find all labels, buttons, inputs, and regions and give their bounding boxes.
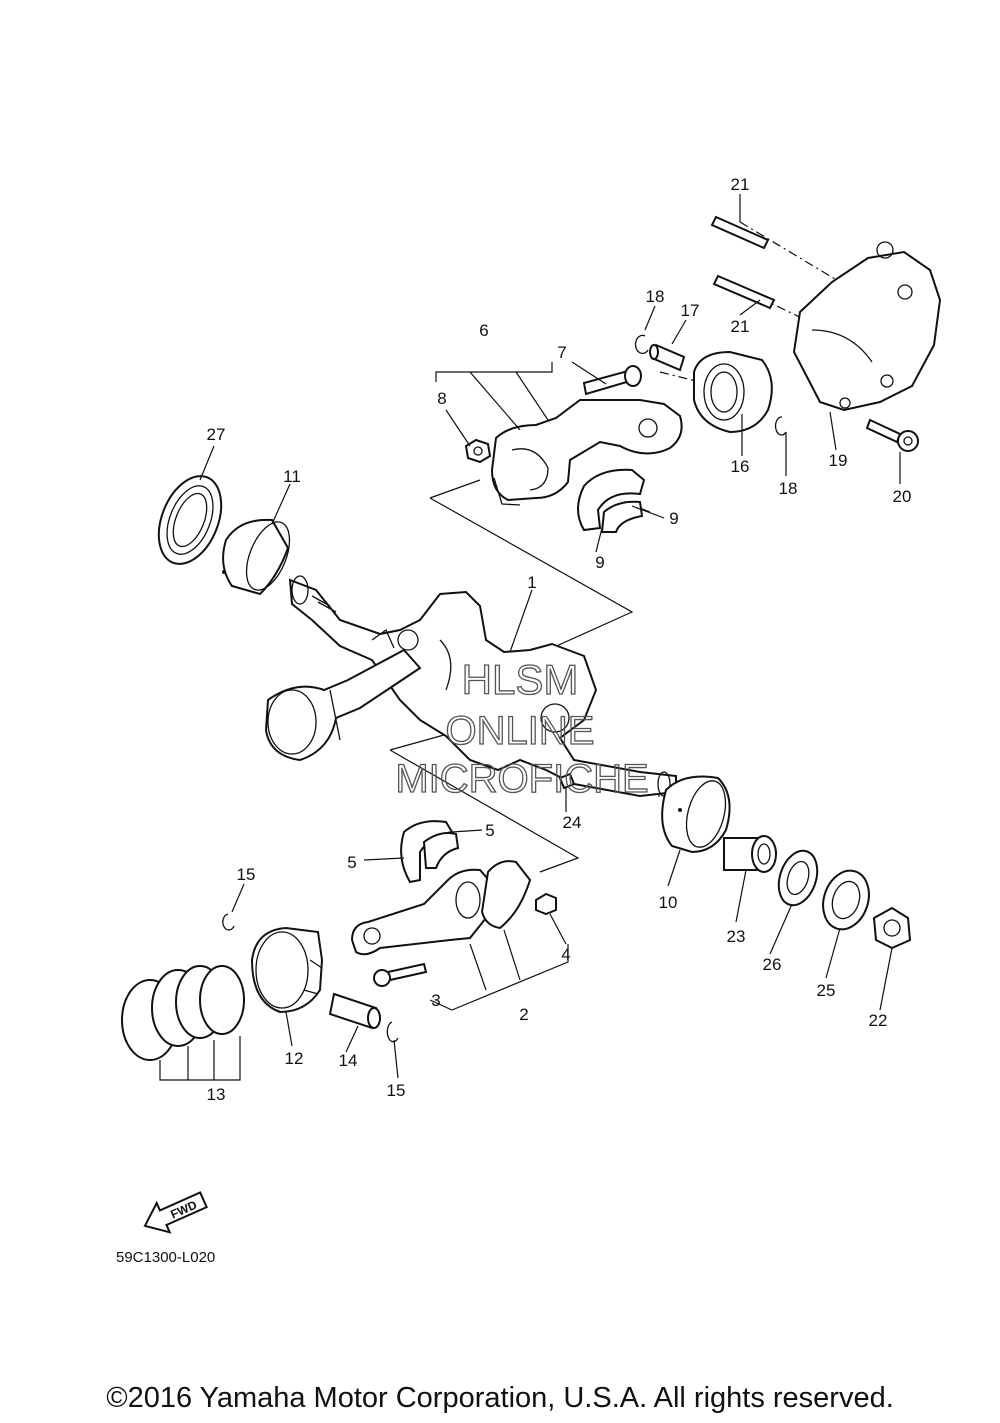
watermark-line-3: MICROFICHE — [395, 757, 648, 801]
circlip-15-lower — [386, 1021, 399, 1043]
circlip-18-lower — [774, 416, 787, 436]
callout-9-right: 9 — [669, 509, 678, 528]
callout-23: 23 — [727, 927, 746, 946]
callout-9-lower: 9 — [595, 553, 604, 572]
callout-20: 20 — [893, 487, 912, 506]
piston-12 — [250, 926, 324, 1014]
bolt-3 — [373, 962, 428, 987]
copyright-notice: ©2016 Yamaha Motor Corporation, U.S.A. A… — [106, 1382, 894, 1414]
callout-10: 10 — [659, 893, 678, 912]
callout-19: 19 — [829, 451, 848, 470]
callout-11: 11 — [283, 467, 301, 486]
callout-14: 14 — [339, 1051, 358, 1070]
nut-8 — [464, 438, 492, 464]
crankshaft-1 — [288, 575, 677, 798]
callout-15-lower: 15 — [387, 1081, 406, 1100]
watermark-line-1: HLSM — [462, 656, 579, 703]
callout-7: 7 — [557, 343, 566, 362]
callout-21-upper: 21 — [731, 175, 750, 194]
seal-26 — [777, 849, 819, 907]
piston-rings-13 — [121, 965, 245, 1081]
callout-26: 26 — [763, 955, 782, 974]
callout-15-upper: 15 — [237, 865, 256, 884]
oil-seal-27 — [157, 475, 223, 565]
watermark-line-2: ONLINE — [446, 709, 595, 753]
nut-22 — [872, 906, 912, 950]
circlip-15-upper — [222, 913, 235, 931]
fwd-arrow-icon: FWD — [143, 1191, 208, 1234]
callout-27: 27 — [207, 425, 226, 444]
pin-17 — [649, 343, 686, 372]
callout-8: 8 — [437, 389, 446, 408]
callout-4: 4 — [561, 945, 570, 964]
balancer-lever-6 — [490, 399, 683, 506]
callout-17: 17 — [681, 301, 700, 320]
callout-1: 1 — [527, 573, 536, 592]
bolt-7 — [582, 365, 642, 396]
callout-18-upper: 18 — [646, 287, 665, 306]
callout-24: 24 — [563, 813, 582, 832]
callout-2: 2 — [519, 1005, 528, 1024]
callout-25: 25 — [817, 981, 836, 1000]
circlip-18-upper — [634, 334, 649, 355]
bearing-9 — [577, 468, 646, 533]
dowel-pin-21-lower — [712, 274, 776, 310]
callout-16: 16 — [731, 457, 750, 476]
bearing-16 — [693, 350, 773, 434]
callout-5-right: 5 — [485, 821, 494, 840]
callout-3: 3 — [431, 991, 440, 1010]
leader-lines — [199, 194, 901, 1079]
piston-assembly-installed — [264, 648, 422, 762]
callout-18-lower: 18 — [779, 479, 798, 498]
watermark: HLSM ONLINE MICROFICHE — [395, 655, 650, 801]
bearing-11 — [222, 518, 291, 596]
dowel-pin-21-upper — [710, 215, 770, 250]
callout-5-left: 5 — [347, 853, 356, 872]
bolt-20 — [865, 418, 919, 452]
callout-22: 22 — [869, 1011, 888, 1030]
housing-19 — [792, 241, 942, 412]
key-24 — [558, 772, 576, 790]
bearing-10 — [661, 775, 731, 854]
callout-13: 13 — [207, 1085, 226, 1104]
callout-6: 6 — [479, 321, 488, 340]
connecting-rod-2 — [350, 860, 532, 956]
bearing-5 — [400, 820, 460, 884]
reference-code: 59C1300-L020 — [116, 1249, 215, 1266]
callout-12: 12 — [285, 1049, 304, 1068]
collar-23 — [723, 835, 778, 873]
bearing-25 — [822, 869, 870, 931]
piston-pin-14 — [328, 992, 381, 1030]
callout-labels: 21 21 18 17 6 7 8 16 18 19 20 27 11 9 9 … — [207, 175, 912, 1104]
nut-4 — [535, 892, 557, 916]
callout-21-lower: 21 — [731, 317, 750, 336]
